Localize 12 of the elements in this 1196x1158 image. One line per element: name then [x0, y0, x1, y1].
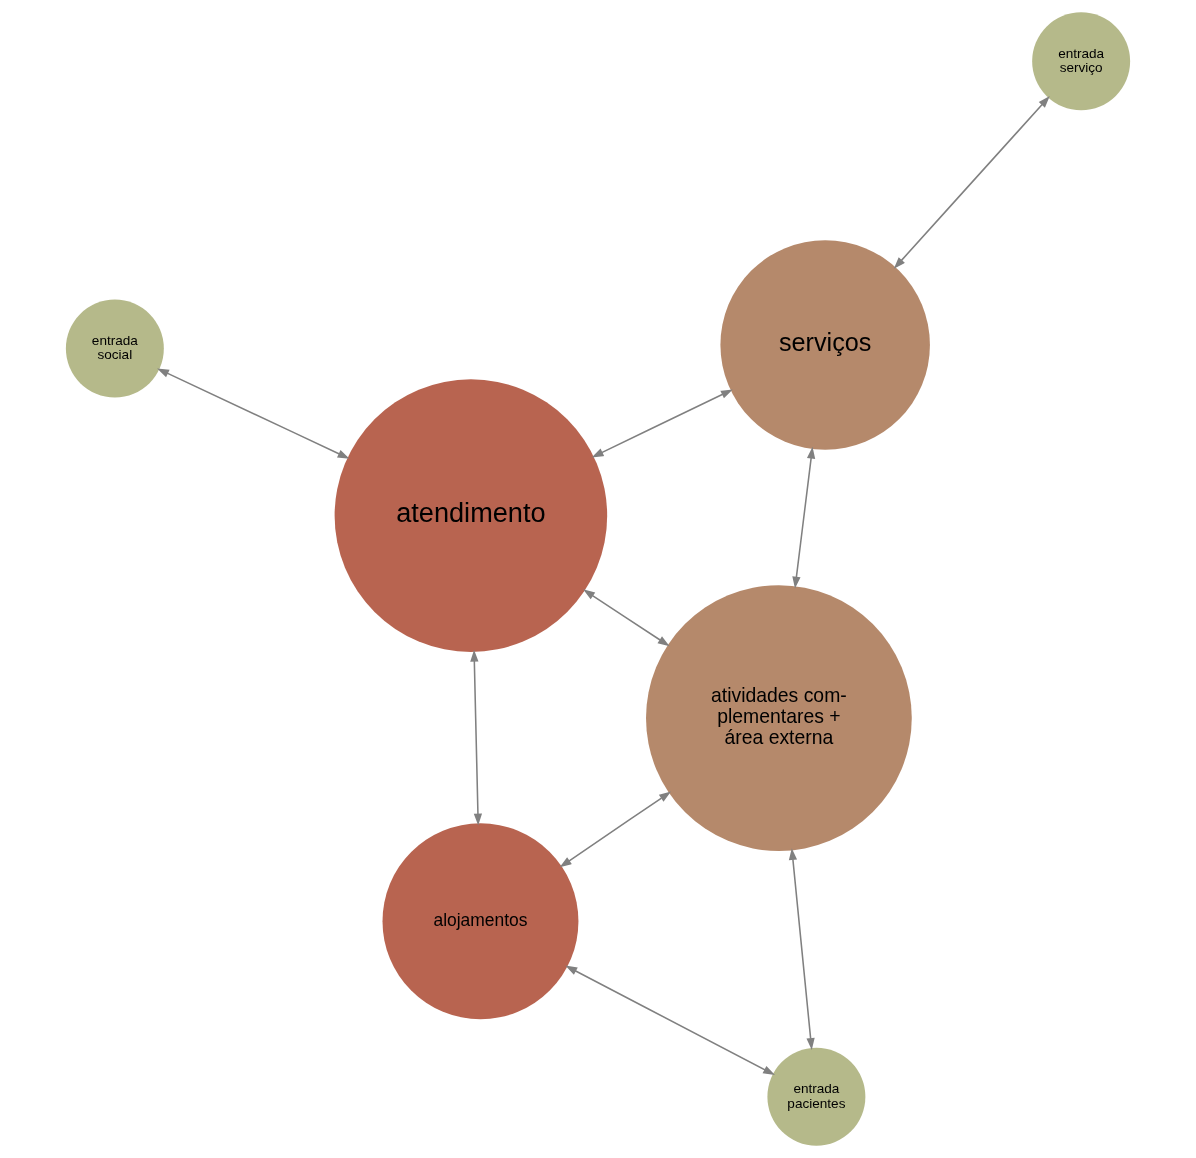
node-circle: atividades com- plementares + área externa — [646, 585, 912, 851]
arrow — [591, 389, 733, 458]
node-circle: entrada social — [65, 299, 164, 398]
arrow — [583, 589, 670, 647]
arrow — [792, 446, 816, 589]
arrow — [788, 848, 815, 1050]
arrow — [559, 791, 671, 868]
arrow — [893, 96, 1050, 269]
arrow — [157, 368, 350, 459]
node-circle: entrada pacientes — [767, 1047, 866, 1146]
arrow — [470, 649, 483, 826]
arrow — [565, 965, 775, 1076]
